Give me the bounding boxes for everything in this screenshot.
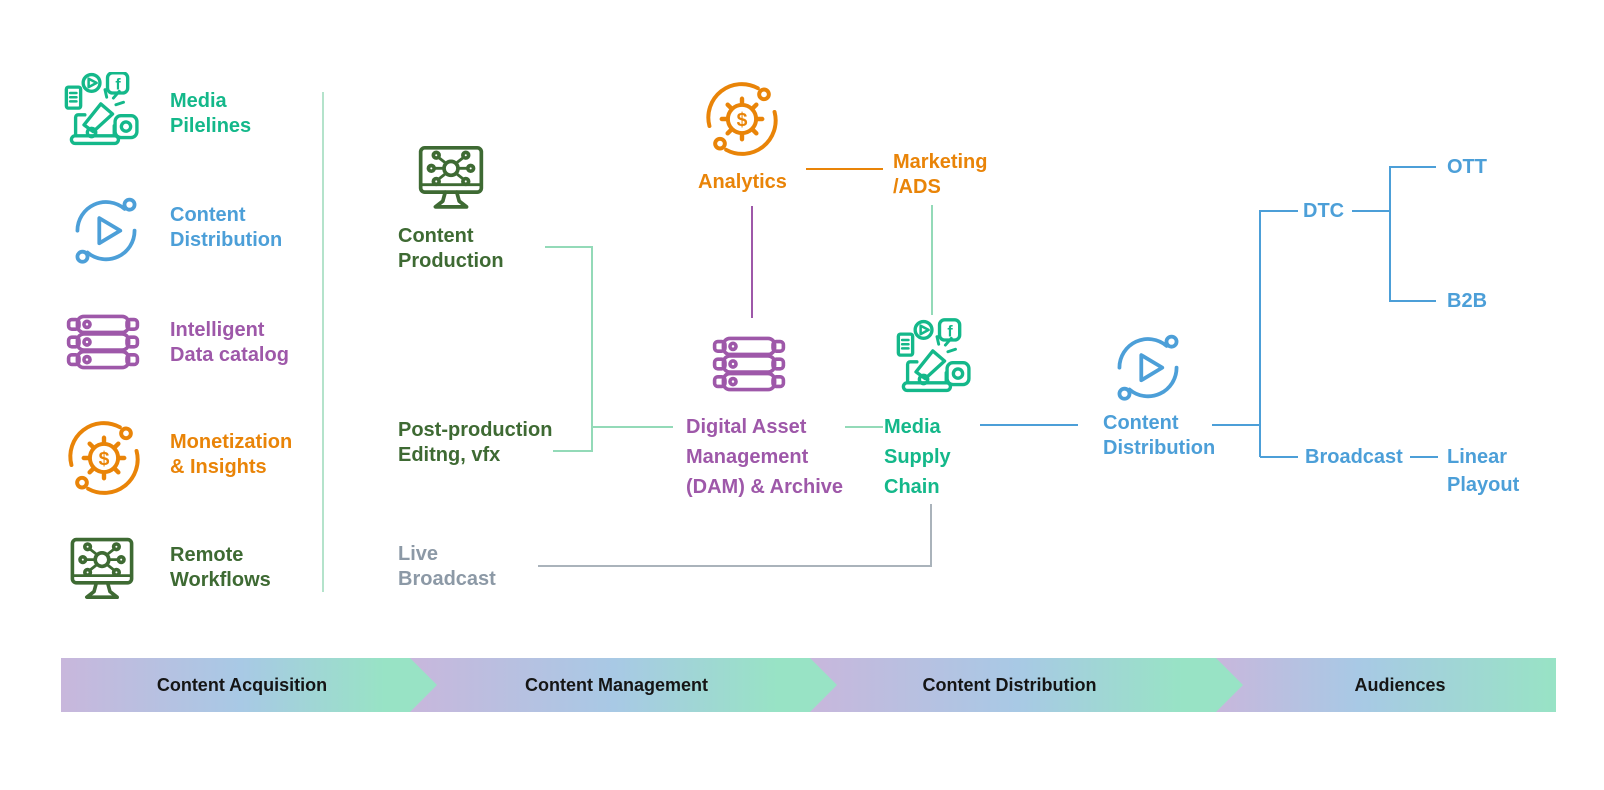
- node-dtc: DTC: [1303, 200, 1345, 222]
- legend-label-media-pipelines: Media Pilelines: [170, 90, 252, 137]
- server-stack-icon: [55, 302, 151, 382]
- connector-production-v: [591, 246, 593, 452]
- megaphone-social-icon: [895, 318, 979, 404]
- connector-to-dam: [591, 426, 673, 428]
- connector-ott: [1390, 166, 1436, 168]
- node-dam: Digital Asset Management (DAM) & Archive: [686, 416, 844, 498]
- connector-live-broadcast-v: [930, 504, 932, 566]
- banner-label: Content Acquisition: [156, 674, 328, 695]
- connector-analytics-marketing: [806, 168, 883, 170]
- banner-segment-audiences: Audiences: [1216, 658, 1556, 712]
- connector-linear-playout: [1410, 456, 1438, 458]
- banner-label: Content Distribution: [922, 674, 1097, 695]
- stage-banner: Content Acquisition Content Management C…: [0, 658, 1604, 712]
- connector-cd-tree: [1212, 424, 1261, 426]
- node-ott: OTT: [1447, 156, 1487, 178]
- legend-label-content-distribution: Content Distribution: [170, 204, 283, 251]
- node-linear-playout: Linear Playout: [1447, 446, 1520, 496]
- node-media-supply-chain: Media Supply Chain: [884, 416, 951, 498]
- legend-label-remote-workflows: Remote Workflows: [170, 544, 271, 591]
- monitor-network-icon: [406, 138, 496, 220]
- legend-label-monetization: Monetization & Insights: [170, 431, 293, 478]
- gear-dollar-icon: [698, 74, 786, 164]
- node-content-distribution: Content Distribution: [1103, 412, 1216, 459]
- megaphone-social-icon: [60, 72, 150, 156]
- node-b2b: B2B: [1447, 290, 1488, 312]
- node-marketing-ads: Marketing /ADS: [893, 151, 988, 198]
- legend-divider: [322, 92, 324, 592]
- node-analytics: Analytics: [698, 171, 787, 193]
- play-distribution-icon: [1106, 322, 1190, 410]
- connector-tree-v2: [1389, 166, 1391, 302]
- connector-marketing-msc: [931, 205, 933, 315]
- connector-dam-msc: [845, 426, 883, 428]
- node-post-production: Post-production Editng, vfx: [398, 419, 553, 466]
- banner-label: Audiences: [1354, 674, 1446, 695]
- connector-dtc-left: [1260, 210, 1298, 212]
- connector-b2b: [1390, 300, 1436, 302]
- connector-broadcast: [1260, 456, 1298, 458]
- node-broadcast: Broadcast: [1305, 446, 1403, 468]
- node-content-production: Content Production: [398, 225, 504, 272]
- server-stack-icon: [698, 324, 800, 404]
- connector-tree-v1: [1259, 210, 1261, 457]
- banner-segment-content-management: Content Management: [410, 658, 837, 712]
- connector-live-broadcast-h: [538, 565, 932, 567]
- banner-segment-content-acquisition: Content Acquisition: [61, 658, 437, 712]
- connector-analytics-dam: [751, 206, 753, 318]
- connector-production-h: [545, 246, 593, 248]
- node-live-broadcast: Live Broadcast: [398, 543, 496, 590]
- monitor-network-icon: [56, 530, 148, 610]
- connector-dtc-right: [1352, 210, 1390, 212]
- connector-postproduction: [553, 450, 593, 452]
- banner-segment-content-distribution: Content Distribution: [810, 658, 1243, 712]
- gear-dollar-icon: [60, 414, 148, 502]
- play-distribution-icon: [64, 186, 148, 272]
- legend-label-data-catalog: Intelligent Data catalog: [170, 319, 289, 366]
- connector-msc-cd: [980, 424, 1078, 426]
- banner-label: Content Management: [524, 674, 708, 695]
